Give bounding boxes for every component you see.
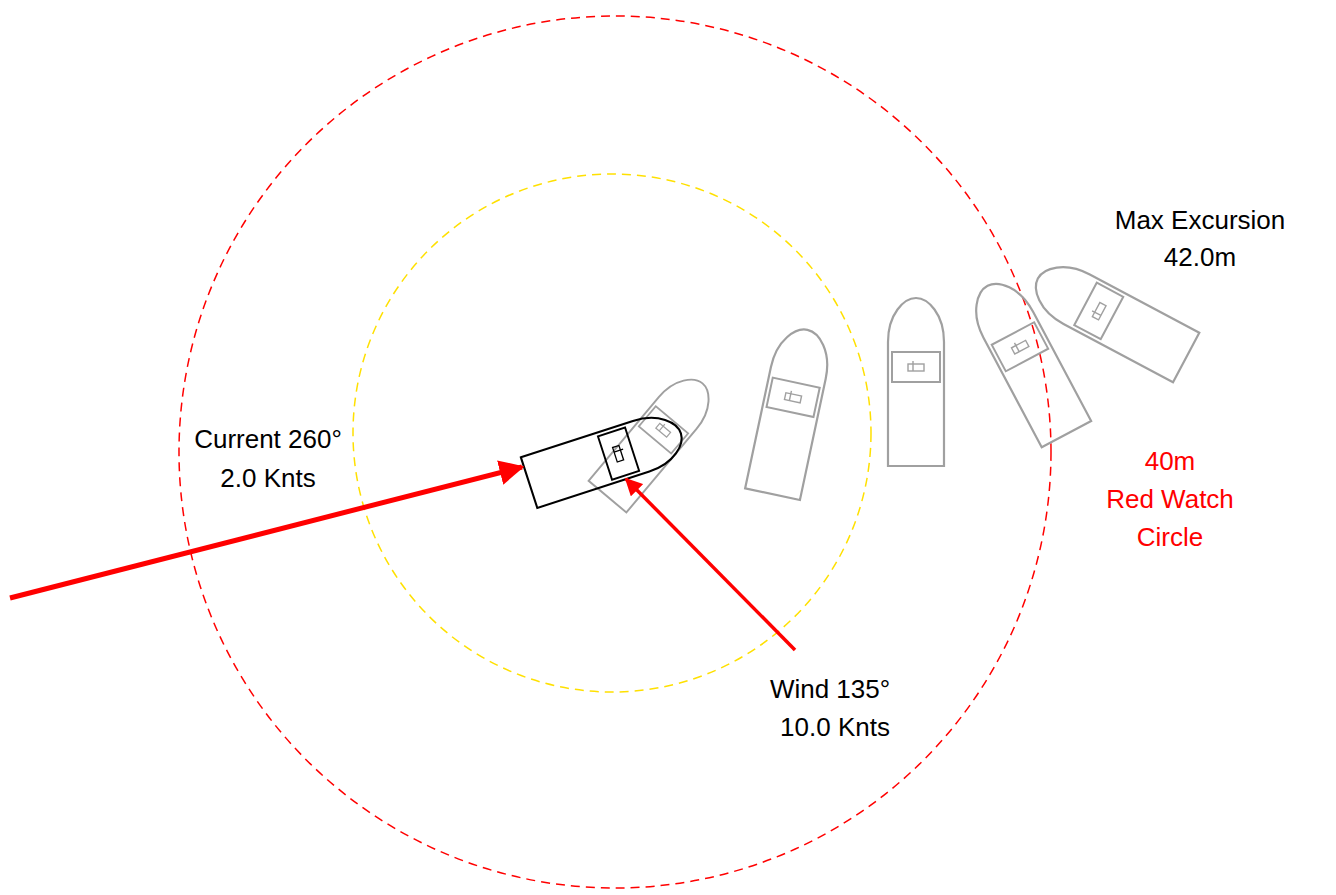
vessel-position [888,298,944,466]
vessel-position [963,273,1091,448]
yellow-watch-circle [353,174,871,692]
wind-arrow [626,479,795,650]
vessel-position [1025,254,1200,382]
annotation-label: Wind 135° [768,675,892,705]
vessel-position [521,408,689,508]
annotation-label: 40m [1143,447,1198,477]
annotation-label: Circle [1135,523,1205,553]
annotation-label: 2.0 Knts [218,464,317,494]
annotation-label: Red Watch [1104,485,1236,515]
vessel-track [589,254,1200,513]
annotation-label: Max Excursion [1113,206,1288,236]
annotation-label: Current 260° [192,425,344,455]
vessel-position [589,368,722,513]
vessel-current [521,408,689,508]
annotation-label: 10.0 Knts [778,713,892,743]
vessel-position [745,324,835,500]
red-watch-circle [179,16,1051,888]
annotation-label: 42.0m [1162,243,1238,273]
